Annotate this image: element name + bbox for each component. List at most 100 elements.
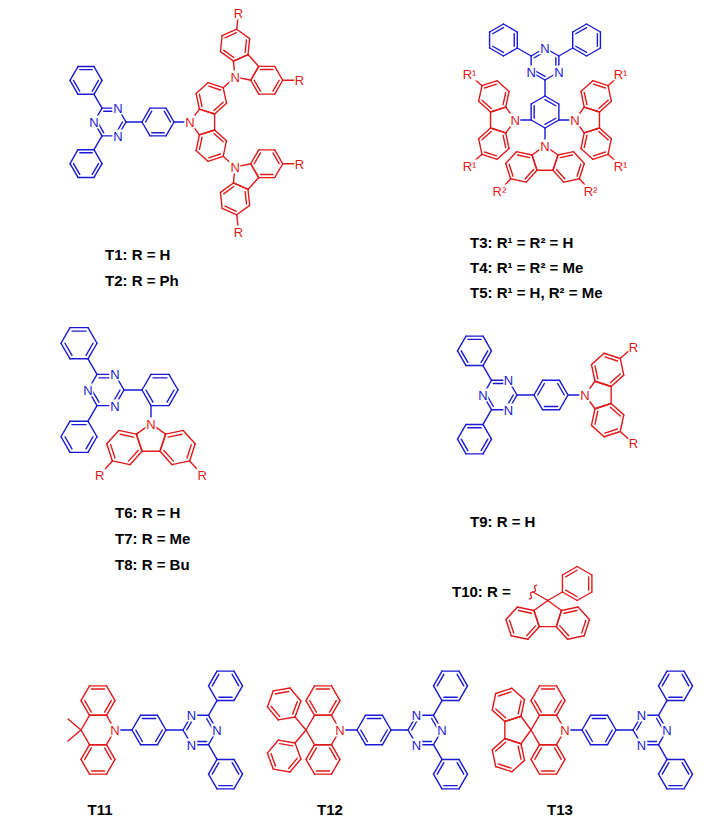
- bond: [259, 66, 275, 67]
- bond: [160, 434, 166, 451]
- bond: [209, 774, 218, 789]
- bond: [468, 339, 481, 340]
- bond: [91, 770, 104, 771]
- bond: [532, 155, 537, 170]
- bond: [254, 80, 260, 91]
- bond: [94, 136, 102, 150]
- bond: [280, 744, 293, 746]
- bond: [271, 754, 276, 766]
- atom-label: N: [636, 709, 647, 722]
- bond: [214, 133, 223, 141]
- bond: [248, 189, 250, 205]
- compound-label: T13: [547, 802, 573, 819]
- bond: [196, 93, 199, 109]
- bond: [88, 421, 97, 437]
- bond: [88, 343, 97, 359]
- bond: [88, 328, 97, 344]
- bond: [142, 390, 151, 406]
- bond: [168, 434, 182, 437]
- atom-label: N: [661, 724, 672, 737]
- atom-label: R: [233, 6, 244, 19]
- compound-label: T2: R = Ph: [105, 273, 179, 290]
- atom-label: N: [109, 724, 120, 737]
- bond: [591, 353, 604, 364]
- bond: [156, 730, 163, 741]
- bond: [209, 154, 221, 158]
- bond: [316, 688, 329, 689]
- bond: [584, 128, 599, 133]
- bond: [81, 686, 90, 701]
- bond: [233, 183, 248, 190]
- atom-label: N: [334, 724, 345, 737]
- bond: [503, 24, 517, 32]
- bond: [199, 130, 214, 135]
- bond: [233, 55, 248, 62]
- bond: [81, 759, 90, 774]
- bond: [560, 155, 572, 158]
- bond: [576, 28, 587, 34]
- bond: [479, 86, 482, 102]
- bond: [548, 601, 562, 611]
- bond: [503, 93, 506, 105]
- bond: [556, 611, 561, 627]
- bond: [78, 94, 94, 95]
- bond: [599, 112, 600, 128]
- atom-label: R: [197, 469, 208, 482]
- bond: [225, 33, 236, 38]
- bond: [166, 122, 174, 136]
- bond: [237, 29, 250, 38]
- bond: [306, 730, 315, 745]
- atom-label: R: [628, 340, 639, 353]
- bond: [531, 759, 540, 774]
- bond: [442, 759, 459, 760]
- bond: [506, 152, 517, 164]
- bond: [659, 701, 668, 716]
- bond: [506, 91, 509, 107]
- bond: [224, 186, 234, 193]
- bond: [492, 750, 496, 767]
- bond: [260, 174, 272, 175]
- bond: [315, 744, 332, 745]
- bond: [142, 122, 150, 136]
- atom-label: R²: [583, 185, 599, 198]
- bond: [540, 685, 557, 686]
- bond: [276, 691, 289, 693]
- bond: [209, 86, 221, 90]
- bond: [582, 620, 586, 633]
- bond: [518, 155, 530, 158]
- bond: [489, 32, 490, 48]
- bond: [531, 686, 540, 701]
- bond: [92, 164, 98, 175]
- bond: [662, 763, 669, 774]
- atom-label: N: [229, 161, 240, 174]
- bond: [233, 55, 248, 62]
- bond: [588, 577, 589, 590]
- bond: [164, 450, 173, 460]
- bond: [225, 206, 236, 211]
- bond: [315, 744, 332, 745]
- bond: [543, 409, 560, 410]
- bond: [553, 155, 558, 170]
- bond: [581, 81, 593, 92]
- bond: [151, 405, 169, 406]
- atom-label: N: [88, 116, 99, 129]
- bond: [667, 759, 684, 760]
- bond: [132, 715, 141, 730]
- bond: [442, 670, 459, 671]
- atom-label: N: [82, 384, 93, 397]
- bond: [275, 164, 283, 178]
- bond: [442, 700, 459, 701]
- bond: [248, 178, 259, 190]
- bond: [136, 434, 142, 451]
- bond: [267, 740, 278, 753]
- bond: [295, 730, 306, 743]
- bond: [493, 46, 504, 52]
- bond: [483, 366, 492, 381]
- bond: [534, 395, 543, 410]
- bond: [482, 131, 491, 139]
- bond: [557, 686, 566, 701]
- bond: [383, 715, 392, 730]
- bond: [595, 404, 611, 409]
- bond: [209, 686, 218, 701]
- bond: [606, 730, 613, 741]
